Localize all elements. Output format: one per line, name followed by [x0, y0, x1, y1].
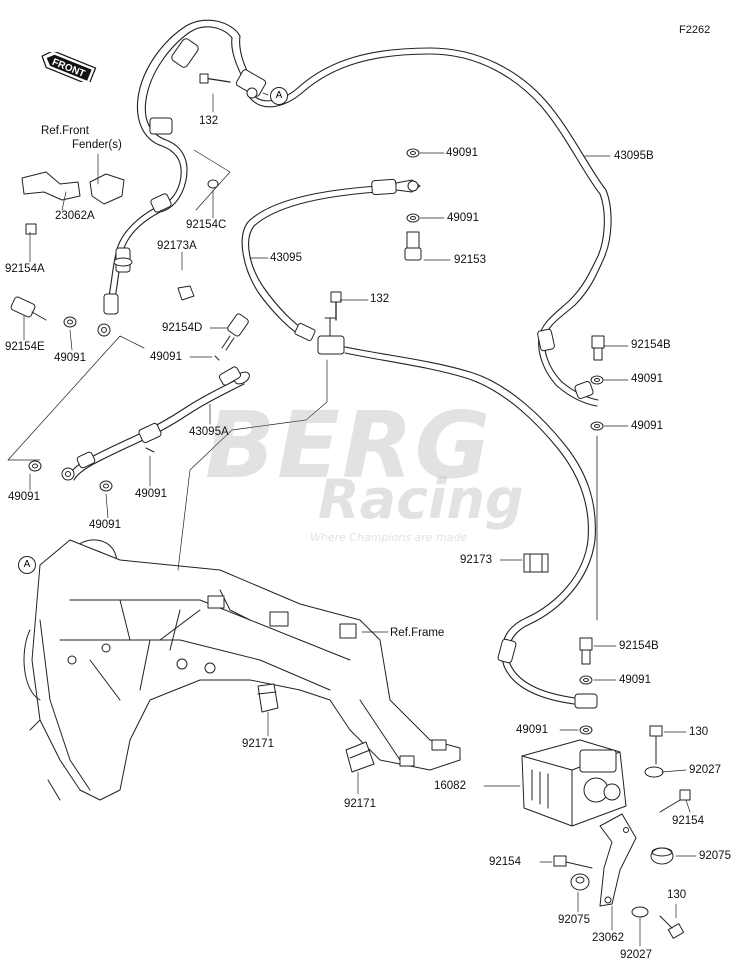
diagram-code: F2262 — [679, 24, 711, 36]
part-49091-g[interactable]: 49091 — [135, 488, 167, 500]
part-49091-c[interactable]: 49091 — [54, 352, 86, 364]
part-49091-a[interactable]: 49091 — [446, 147, 478, 159]
part-92154b-b[interactable]: 92154B — [619, 640, 659, 652]
part-92173[interactable]: 92173 — [460, 554, 492, 566]
part-49091-e[interactable]: 49091 — [8, 491, 40, 503]
part-43095a[interactable]: 43095A — [189, 426, 229, 438]
part-132-top[interactable]: 132 — [199, 115, 219, 127]
ref-frame-label: Ref.Frame — [390, 627, 445, 639]
part-49091-d[interactable]: 49091 — [150, 351, 182, 363]
ref-front-fender-label-2: Fender(s) — [72, 139, 122, 151]
part-92154b-a[interactable]: 92154B — [631, 339, 671, 351]
part-92154d[interactable]: 92154D — [162, 322, 203, 334]
connector-a-frame: A — [18, 556, 36, 574]
part-92027-a[interactable]: 92027 — [689, 764, 721, 776]
part-92171-b[interactable]: 92171 — [344, 798, 376, 810]
part-43095b[interactable]: 43095B — [614, 150, 654, 162]
connector-a-top: A — [270, 87, 288, 105]
part-16082[interactable]: 16082 — [434, 780, 466, 792]
part-49091-f[interactable]: 49091 — [89, 519, 121, 531]
frame — [23, 539, 461, 801]
part-92171-a[interactable]: 92171 — [242, 738, 274, 750]
part-49091-i[interactable]: 49091 — [631, 420, 663, 432]
leader-lines — [7, 92, 697, 947]
part-23062[interactable]: 23062 — [592, 932, 624, 944]
part-23062a[interactable]: 23062A — [55, 210, 95, 222]
part-92154-b[interactable]: 92154 — [489, 856, 521, 868]
part-49091-b[interactable]: 49091 — [447, 212, 479, 224]
part-92154c[interactable]: 92154C — [186, 219, 227, 231]
part-132-mid[interactable]: 132 — [370, 293, 390, 305]
part-92075-a[interactable]: 92075 — [699, 850, 731, 862]
part-130-b[interactable]: 130 — [667, 889, 687, 901]
part-49091-h[interactable]: 49091 — [631, 373, 663, 385]
hose-43095a — [69, 377, 245, 481]
hose-front — [105, 19, 257, 313]
part-92154a[interactable]: 92154A — [5, 263, 45, 275]
part-92153[interactable]: 92153 — [454, 254, 486, 266]
front-arrow-icon: FRONT — [41, 52, 97, 82]
part-92154e[interactable]: 92154E — [5, 341, 45, 353]
hose-43095b — [249, 47, 612, 407]
part-43095[interactable]: 43095 — [270, 252, 302, 264]
part-92154-a[interactable]: 92154 — [672, 815, 704, 827]
ref-front-fender-label: Ref.Front — [41, 125, 89, 137]
part-49091-k[interactable]: 49091 — [516, 724, 548, 736]
part-49091-j[interactable]: 49091 — [619, 674, 651, 686]
part-92075-b[interactable]: 92075 — [558, 914, 590, 926]
part-130-a[interactable]: 130 — [689, 726, 709, 738]
part-92173a[interactable]: 92173A — [157, 240, 197, 252]
part-92027-b[interactable]: 92027 — [620, 949, 652, 961]
abs-unit — [521, 739, 627, 827]
